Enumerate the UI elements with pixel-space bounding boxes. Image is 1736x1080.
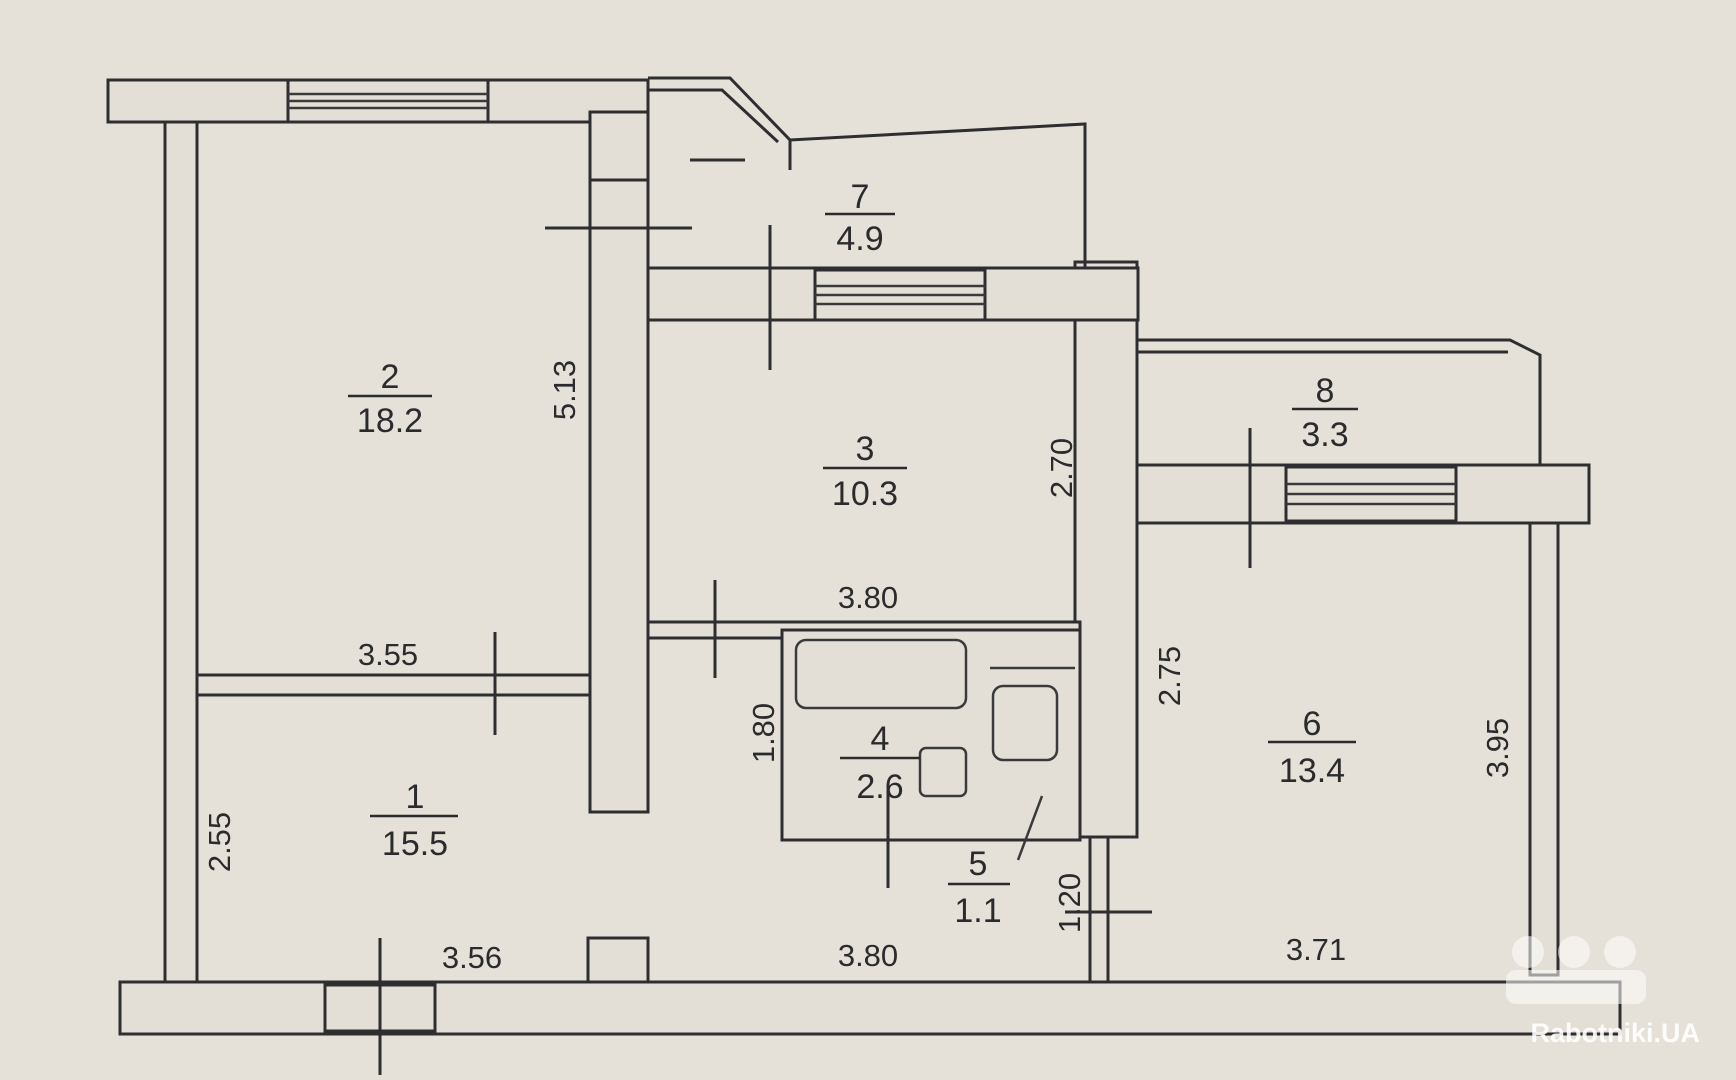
dim-room3-width: 3.80	[838, 580, 898, 615]
watermark: Rabotniki.UA	[1506, 936, 1700, 1048]
room-1-area: 15.5	[382, 825, 448, 863]
balcony-7-rail	[648, 88, 780, 144]
wall-partition-center	[588, 110, 650, 814]
dim-room6-length: 3.95	[1480, 718, 1515, 778]
room-6-number: 6	[1303, 705, 1322, 743]
wall-partition-rooms-1-2	[195, 673, 592, 697]
room-4-number: 4	[871, 720, 890, 758]
room-2-area: 18.2	[357, 402, 423, 440]
room-5-area: 1.1	[954, 892, 1001, 930]
room-4-area: 2.6	[856, 768, 903, 806]
dim-room1-length: 2.55	[202, 812, 237, 872]
balcony-8-outline	[1137, 338, 1542, 465]
wall-bottom-bump	[586, 936, 650, 984]
room-3-number: 3	[856, 430, 875, 468]
room-5-number: 5	[969, 845, 988, 883]
wall-room5-side	[1088, 835, 1110, 984]
door-markers	[378, 158, 1252, 1075]
wall-right	[1528, 521, 1560, 977]
toilet	[991, 684, 1059, 762]
room-7-area: 4.9	[836, 220, 883, 258]
wall-left	[163, 120, 199, 984]
fixtures	[794, 638, 1075, 861]
dim-wc-length: 1.20	[1052, 873, 1087, 933]
wall-partition-right	[1073, 260, 1139, 839]
dim-room1-width: 3.56	[442, 940, 502, 975]
dimension-labels: 3.55 5.13 3.56 2.55 3.80 2.70 3.80 1.80 …	[202, 360, 1515, 975]
dim-room6-length-inner: 2.75	[1152, 646, 1187, 706]
room-8-area: 3.3	[1301, 416, 1348, 454]
dim-room2-length: 5.13	[547, 360, 582, 420]
room-8-number: 8	[1316, 372, 1335, 410]
bathtub	[794, 638, 968, 710]
dim-room2-width: 3.55	[358, 637, 418, 672]
room-6-area: 13.4	[1279, 752, 1345, 790]
balconies	[648, 76, 1542, 465]
room-1-number: 1	[406, 778, 425, 816]
dim-room3-length: 2.70	[1044, 438, 1079, 498]
bathroom-block	[780, 628, 1082, 842]
dim-hall-length: 1.80	[746, 703, 781, 763]
workers-logo-icon	[1506, 936, 1646, 1004]
dim-room6-width: 3.71	[1286, 932, 1346, 967]
dim-hall-width: 3.80	[838, 938, 898, 973]
sink	[918, 746, 968, 798]
room-7-number: 7	[851, 178, 870, 216]
room-2-number: 2	[381, 358, 400, 396]
watermark-text: Rabotniki.UA	[1530, 1018, 1700, 1048]
room-labels: 2 18.2 3 10.3 7 4.9 8 3.3 1 15.5 4 2.6 5…	[348, 178, 1358, 930]
room-3-area: 10.3	[832, 475, 898, 513]
